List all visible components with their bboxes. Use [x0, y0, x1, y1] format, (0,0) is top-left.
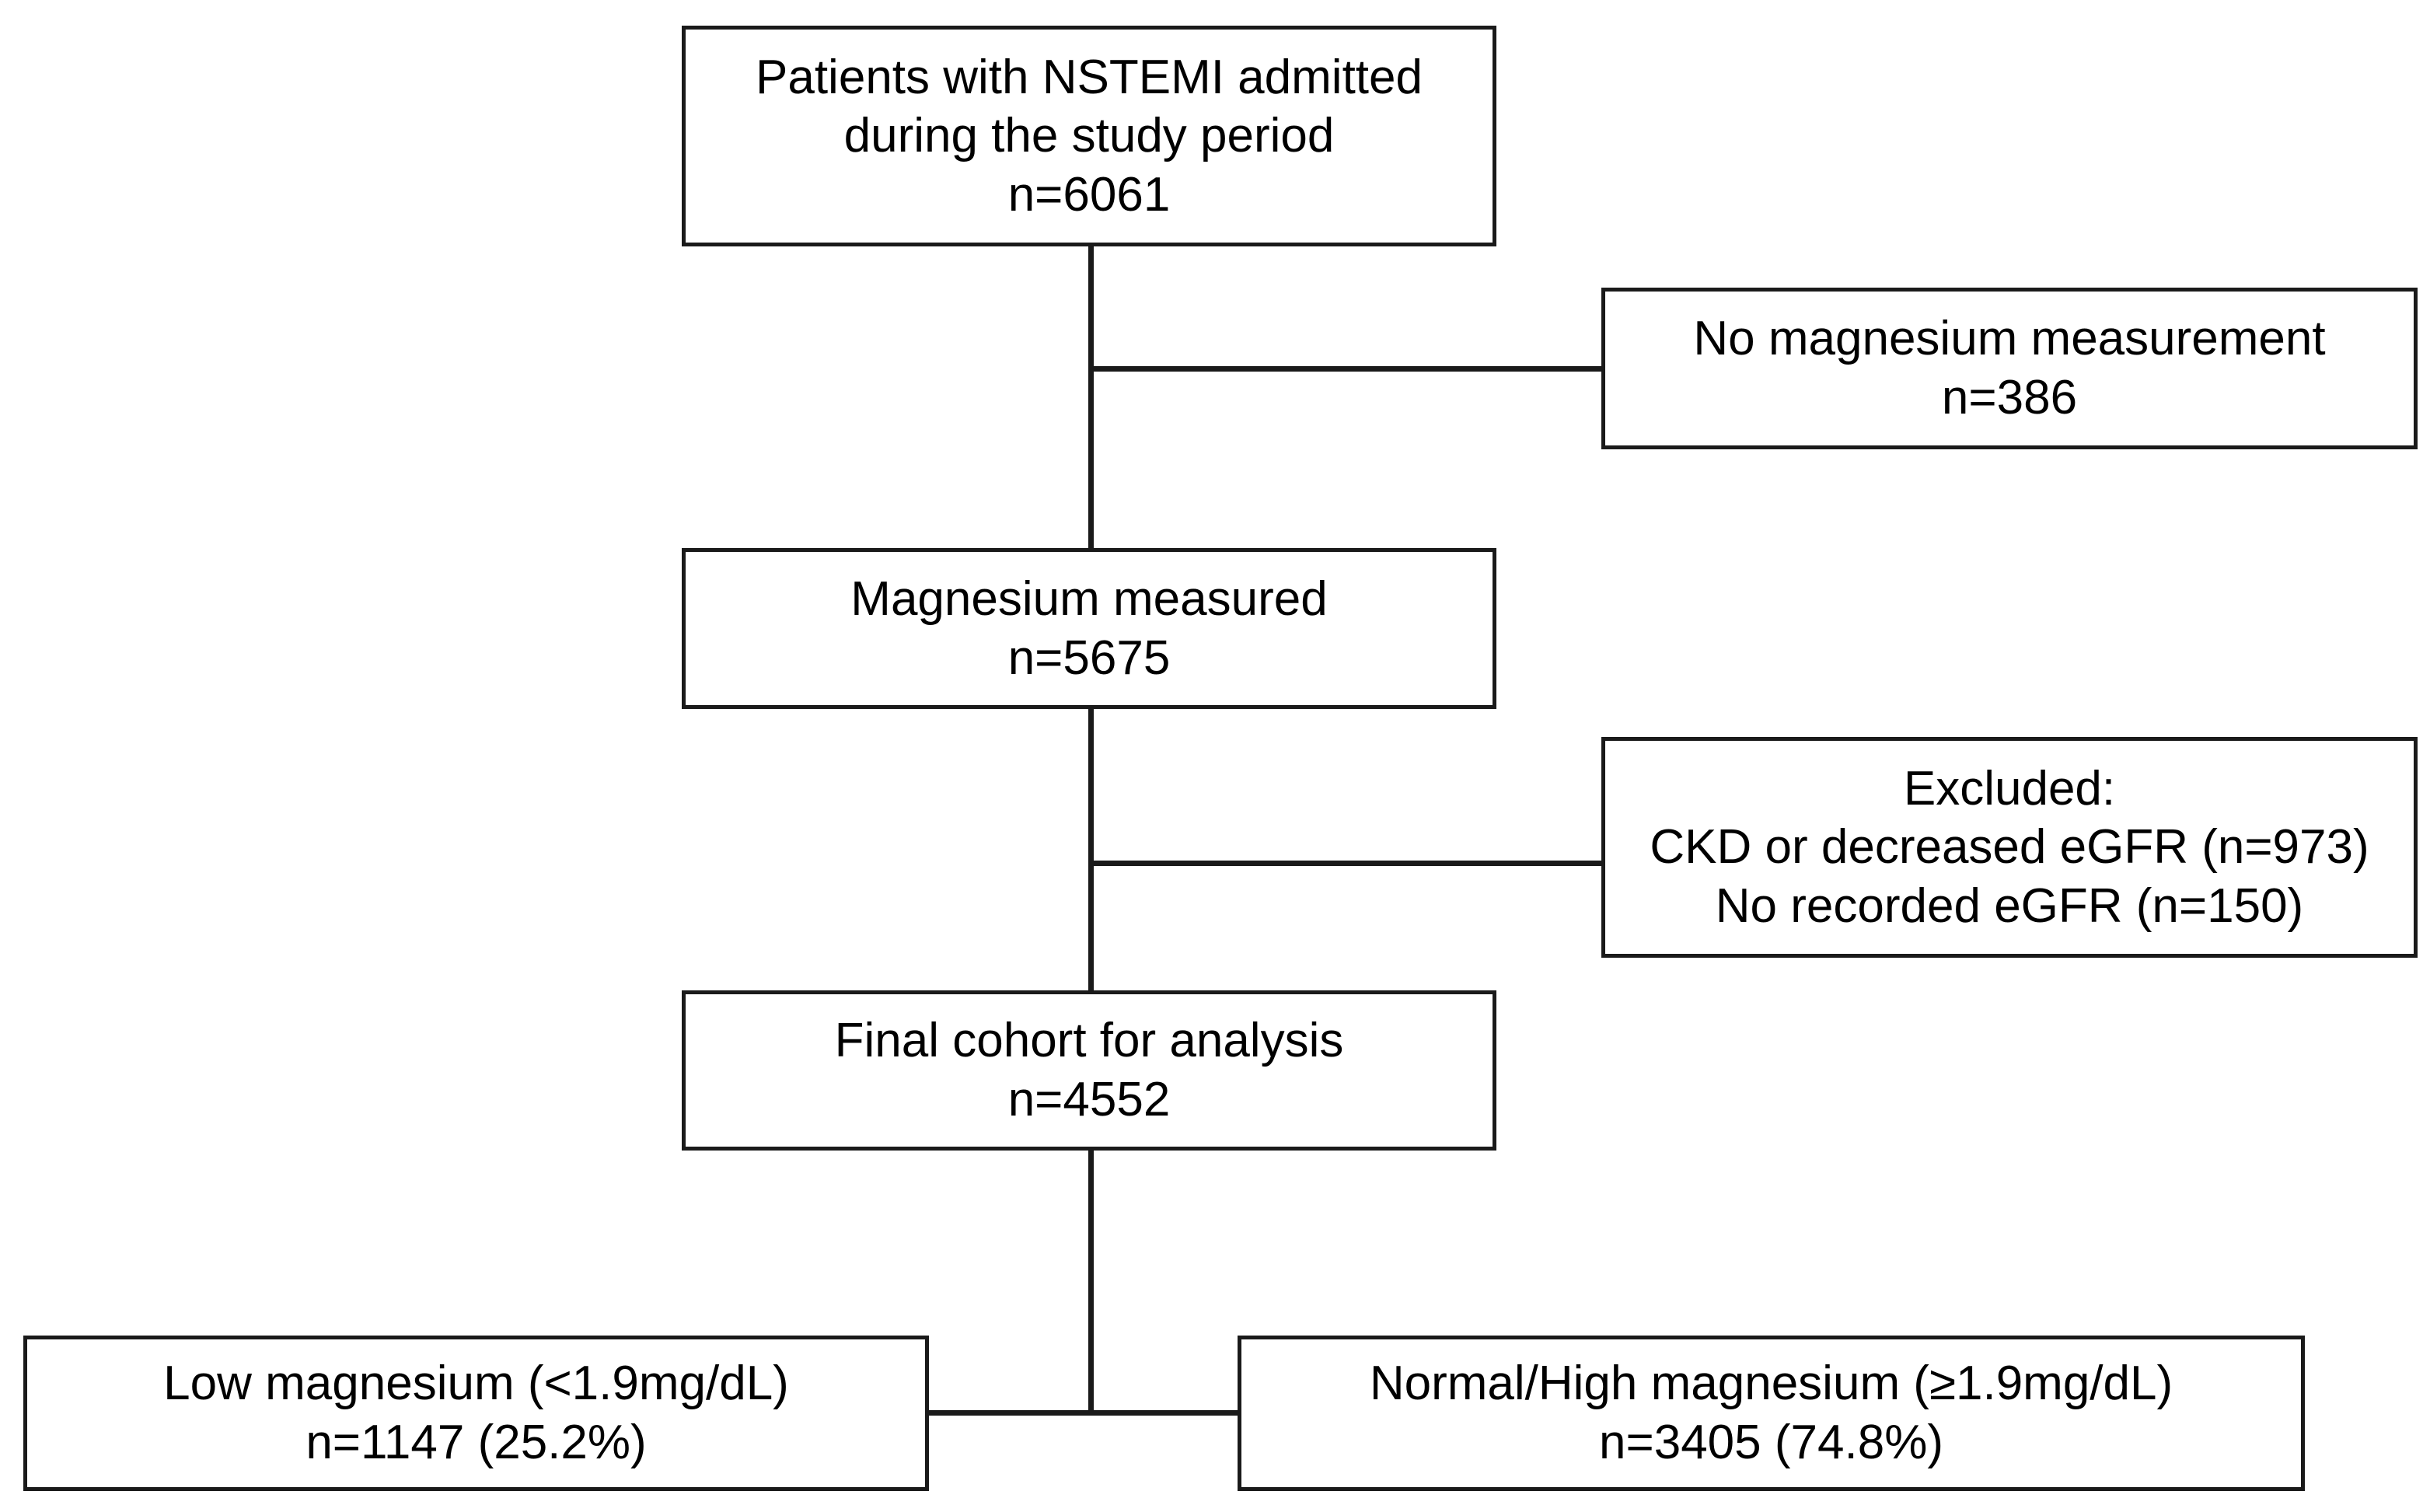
node-excluded-ckd-line: CKD or decreased eGFR (n=973) — [1650, 820, 2369, 875]
connector-split-horizontal — [929, 1410, 1240, 1416]
node-normal-high-magnesium: Normal/High magnesium (≥1.9mg/dL) n=3405… — [1238, 1336, 2305, 1491]
node-final-cohort-for-analysis: Final cohort for analysis n=4552 — [682, 990, 1496, 1151]
connector-magnesium-measured-to-excluded — [1088, 861, 1604, 866]
node-low-magnesium-line-1: Low magnesium (<1.9mg/dL) — [163, 1357, 789, 1411]
node-low-magnesium: Low magnesium (<1.9mg/dL) n=1147 (25.2%) — [23, 1336, 929, 1491]
node-final-cohort-line-1: Final cohort for analysis — [834, 1014, 1344, 1068]
node-nstemi-count: n=6061 — [1007, 167, 1171, 222]
node-magnesium-measured: Magnesium measured n=5675 — [682, 548, 1496, 709]
node-normal-high-magnesium-line-1: Normal/High magnesium (≥1.9mg/dL) — [1369, 1357, 2173, 1411]
node-excluded: Excluded: CKD or decreased eGFR (n=973) … — [1601, 737, 2418, 958]
node-excluded-no-egfr-line: No recorded eGFR (n=150) — [1715, 878, 2304, 933]
node-nstemi-line-1: Patients with NSTEMI admitted — [756, 50, 1423, 104]
connector-nstemi-to-no-magnesium — [1088, 366, 1604, 372]
node-low-magnesium-count: n=1147 (25.2%) — [305, 1416, 647, 1469]
node-final-cohort-count: n=4552 — [1007, 1073, 1171, 1126]
node-no-magnesium-measurement: No magnesium measurement n=386 — [1601, 288, 2418, 449]
node-magnesium-measured-line-1: Magnesium measured — [850, 571, 1328, 626]
node-no-magnesium-line-1: No magnesium measurement — [1693, 312, 2326, 366]
node-no-magnesium-count: n=386 — [1941, 371, 2078, 424]
connector-magnesium-measured-to-final-cohort — [1088, 706, 1094, 993]
connector-nstemi-to-magnesium-measured — [1088, 246, 1094, 551]
node-patients-with-nstemi: Patients with NSTEMI admitted during the… — [682, 26, 1496, 246]
node-nstemi-line-2: during the study period — [843, 109, 1335, 163]
node-normal-high-magnesium-count: n=3405 (74.8%) — [1599, 1416, 1943, 1469]
node-magnesium-measured-count: n=5675 — [1007, 630, 1171, 685]
node-excluded-heading: Excluded: — [1903, 761, 2116, 815]
connector-final-cohort-to-split — [1088, 1147, 1094, 1416]
